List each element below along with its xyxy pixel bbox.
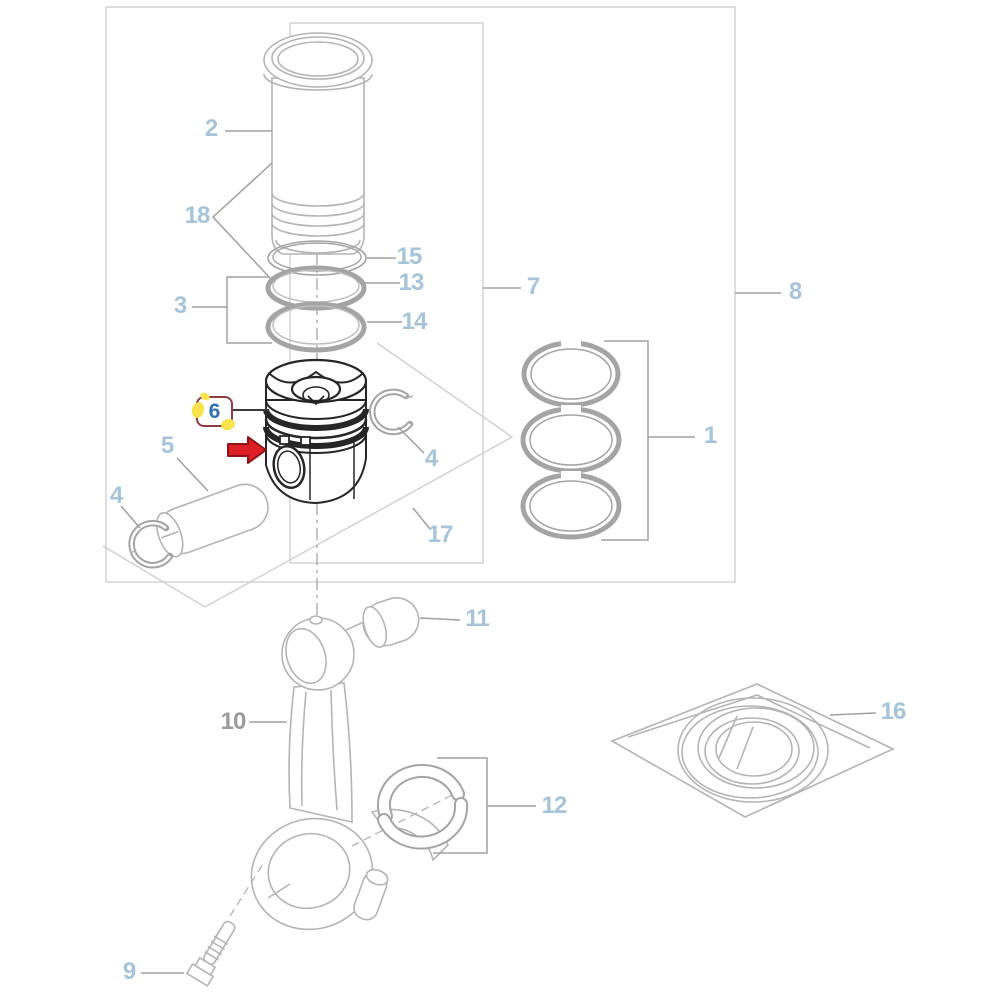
- outer-kit-boundary-box: [105, 6, 736, 583]
- piston-drawing: [263, 358, 369, 505]
- callout-piston-pin[interactable]: 5: [160, 432, 174, 459]
- callout-piston-ring-set[interactable]: 1: [703, 422, 717, 449]
- callout-piston-kit-region[interactable]: 17: [427, 521, 454, 548]
- callout-liner-seals[interactable]: 18: [184, 202, 211, 229]
- piston-ring-set-drawing: [520, 339, 622, 540]
- piston-pin-drawing: [155, 483, 269, 558]
- callout-seal-ring-group[interactable]: 3: [173, 292, 187, 319]
- callout-retaining-ring-right[interactable]: 4: [424, 445, 438, 472]
- callout-ring-top[interactable]: 15: [396, 243, 423, 270]
- liner-seal-rings-drawing: [265, 240, 367, 353]
- callout-rod-bolt[interactable]: 9: [122, 958, 136, 985]
- bearing-shells-drawing: [351, 764, 469, 850]
- rod-bolt-drawing: [185, 863, 264, 987]
- seal-kit-bag-drawing: [610, 683, 895, 818]
- small-end-bushing-drawing: [362, 597, 420, 648]
- callout-retaining-ring-left[interactable]: 4: [109, 482, 123, 509]
- retaining-ring-left-drawing: [128, 519, 174, 569]
- selected-callout-number: 6: [208, 400, 221, 423]
- callout-small-end-bushing[interactable]: 11: [465, 605, 489, 632]
- callout-outer-kit-box[interactable]: 8: [788, 278, 802, 305]
- liner-kit-boundary-box: [289, 22, 484, 564]
- piston-kit-boundary-diamond: [102, 342, 514, 608]
- retaining-ring-right-drawing: [369, 388, 414, 436]
- callout-connecting-rod[interactable]: 10: [220, 708, 247, 735]
- callout-ring-mid[interactable]: 13: [398, 269, 425, 296]
- cylinder-liner-drawing: [263, 32, 373, 255]
- connecting-rod-drawing: [250, 615, 449, 931]
- callout-seal-kit-bag[interactable]: 16: [880, 698, 907, 725]
- leader-lines: [120, 130, 877, 974]
- red-arrow-icon: [227, 436, 267, 464]
- callout-cylinder-liner[interactable]: 2: [204, 115, 218, 142]
- callout-ring-bottom[interactable]: 14: [401, 308, 428, 335]
- callout-piston-selected-badge[interactable]: 6: [189, 390, 236, 432]
- callout-bearing-shells[interactable]: 12: [541, 792, 568, 819]
- callout-liner-kit-box[interactable]: 7: [526, 273, 540, 300]
